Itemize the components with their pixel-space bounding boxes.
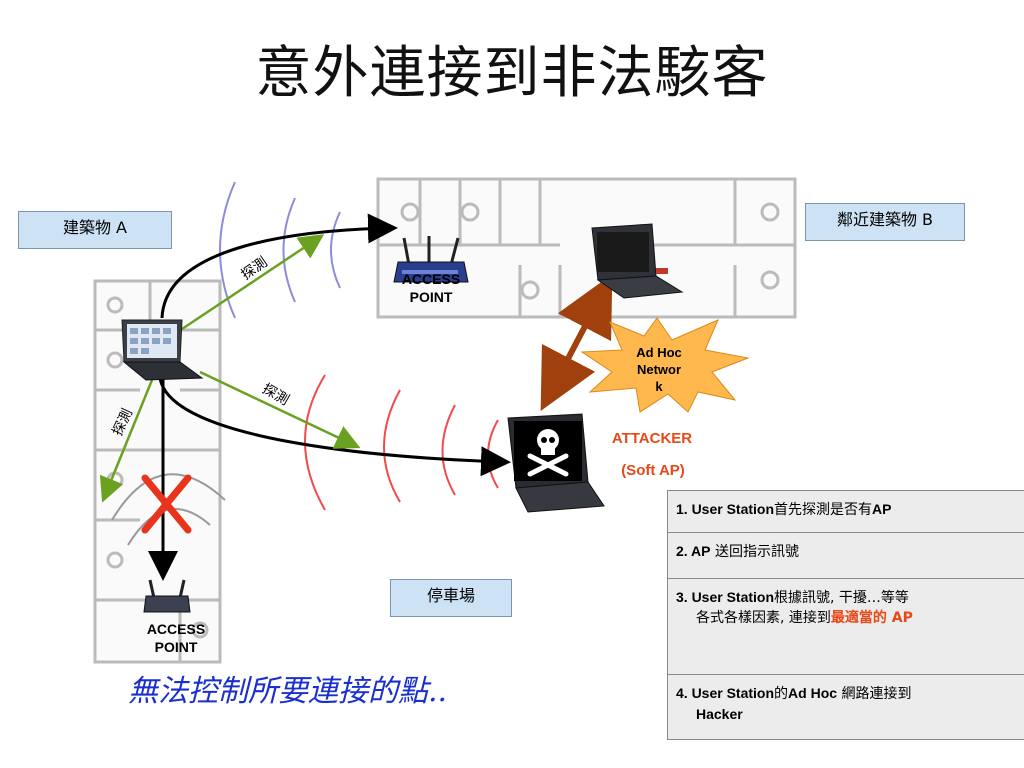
blocked-x-icon xyxy=(141,474,192,534)
user-laptop-icon xyxy=(121,319,204,381)
step-3-line2: 各式各樣因素, 連接到 xyxy=(696,610,831,626)
parking-label: 停車場 xyxy=(390,579,512,617)
step-3-text: 根據訊號, 干擾…等等 xyxy=(774,590,909,606)
step-1-text: 首先探測是否有 xyxy=(774,502,873,518)
access-point-bottom-icon xyxy=(143,579,191,613)
attacker-label: ATTACKER xyxy=(611,430,693,447)
probe-arrow-down xyxy=(99,379,154,503)
steps-panel: 1. User Station首先探測是否有AP 2. AP 送回指示訊號 3.… xyxy=(667,490,1024,740)
step-1: 1. User Station首先探測是否有AP xyxy=(668,491,1024,533)
adhoc-label: Ad Hoc Networ k xyxy=(620,344,698,395)
footer-caption: 無法控制所要連接的點.. xyxy=(128,674,448,709)
step-4: 4. User Station的Ad Hoc 網路連接到 Hacker xyxy=(668,675,1024,737)
probe-arrow-right xyxy=(199,370,361,449)
step-1-prefix: 1. User Station xyxy=(676,501,775,517)
step-3-prefix: 3. User Station xyxy=(676,589,775,605)
ap-bottom-label: ACCESS POINT xyxy=(126,620,226,656)
step-4-prefix: 4. User Station xyxy=(676,685,775,701)
ap-bottom-label-line2: POINT xyxy=(154,639,198,655)
building-b-label: 鄰近建築物 B xyxy=(805,203,965,241)
adhoc-label-line3: k xyxy=(655,379,663,394)
ap-top-label: ACCESS POINT xyxy=(396,270,466,306)
building-a-label: 建築物 A xyxy=(18,211,172,249)
step-3: 3. User Station根據訊號, 干擾…等等 各式各樣因素, 連接到最適… xyxy=(668,579,1024,675)
step-2-text: 送回指示訊號 xyxy=(710,544,799,560)
soft-ap-label: (Soft AP) xyxy=(621,462,685,479)
signal-arcs-red xyxy=(304,374,499,511)
step-4-line2: Hacker xyxy=(696,706,743,722)
adhoc-label-line2: Networ xyxy=(636,362,682,377)
adhoc-burst xyxy=(580,317,750,413)
link-to-attacker xyxy=(158,377,511,477)
step-4-mid: Ad Hoc xyxy=(788,685,838,701)
step-1-suffix: AP xyxy=(872,501,892,517)
ap-bottom-label-line1: ACCESS xyxy=(146,621,206,637)
link-to-top-ap xyxy=(160,213,398,319)
step-3-highlight: 最適當的 AP xyxy=(830,610,913,626)
ap-top-label-line1: ACCESS xyxy=(401,271,461,287)
access-point-top-icon xyxy=(393,236,469,283)
attacker-laptop-icon xyxy=(507,413,605,513)
ap-top-label-line2: POINT xyxy=(409,289,453,305)
step-4-text2: 網路連接到 xyxy=(837,686,912,702)
adhoc-label-line1: Ad Hoc xyxy=(636,345,682,360)
signal-arcs-blue xyxy=(219,181,341,319)
step-2: 2. AP 送回指示訊號 xyxy=(668,533,1024,579)
adhoc-link-arrow xyxy=(540,274,613,411)
step-2-prefix: 2. AP xyxy=(676,543,711,559)
slide-title: 意外連接到非法駭客 xyxy=(255,41,769,106)
building-b-floorplan xyxy=(376,177,797,319)
probe-arrow-top xyxy=(169,234,325,339)
neighbor-laptop-icon xyxy=(591,223,684,299)
step-4-text: 的 xyxy=(774,686,789,702)
